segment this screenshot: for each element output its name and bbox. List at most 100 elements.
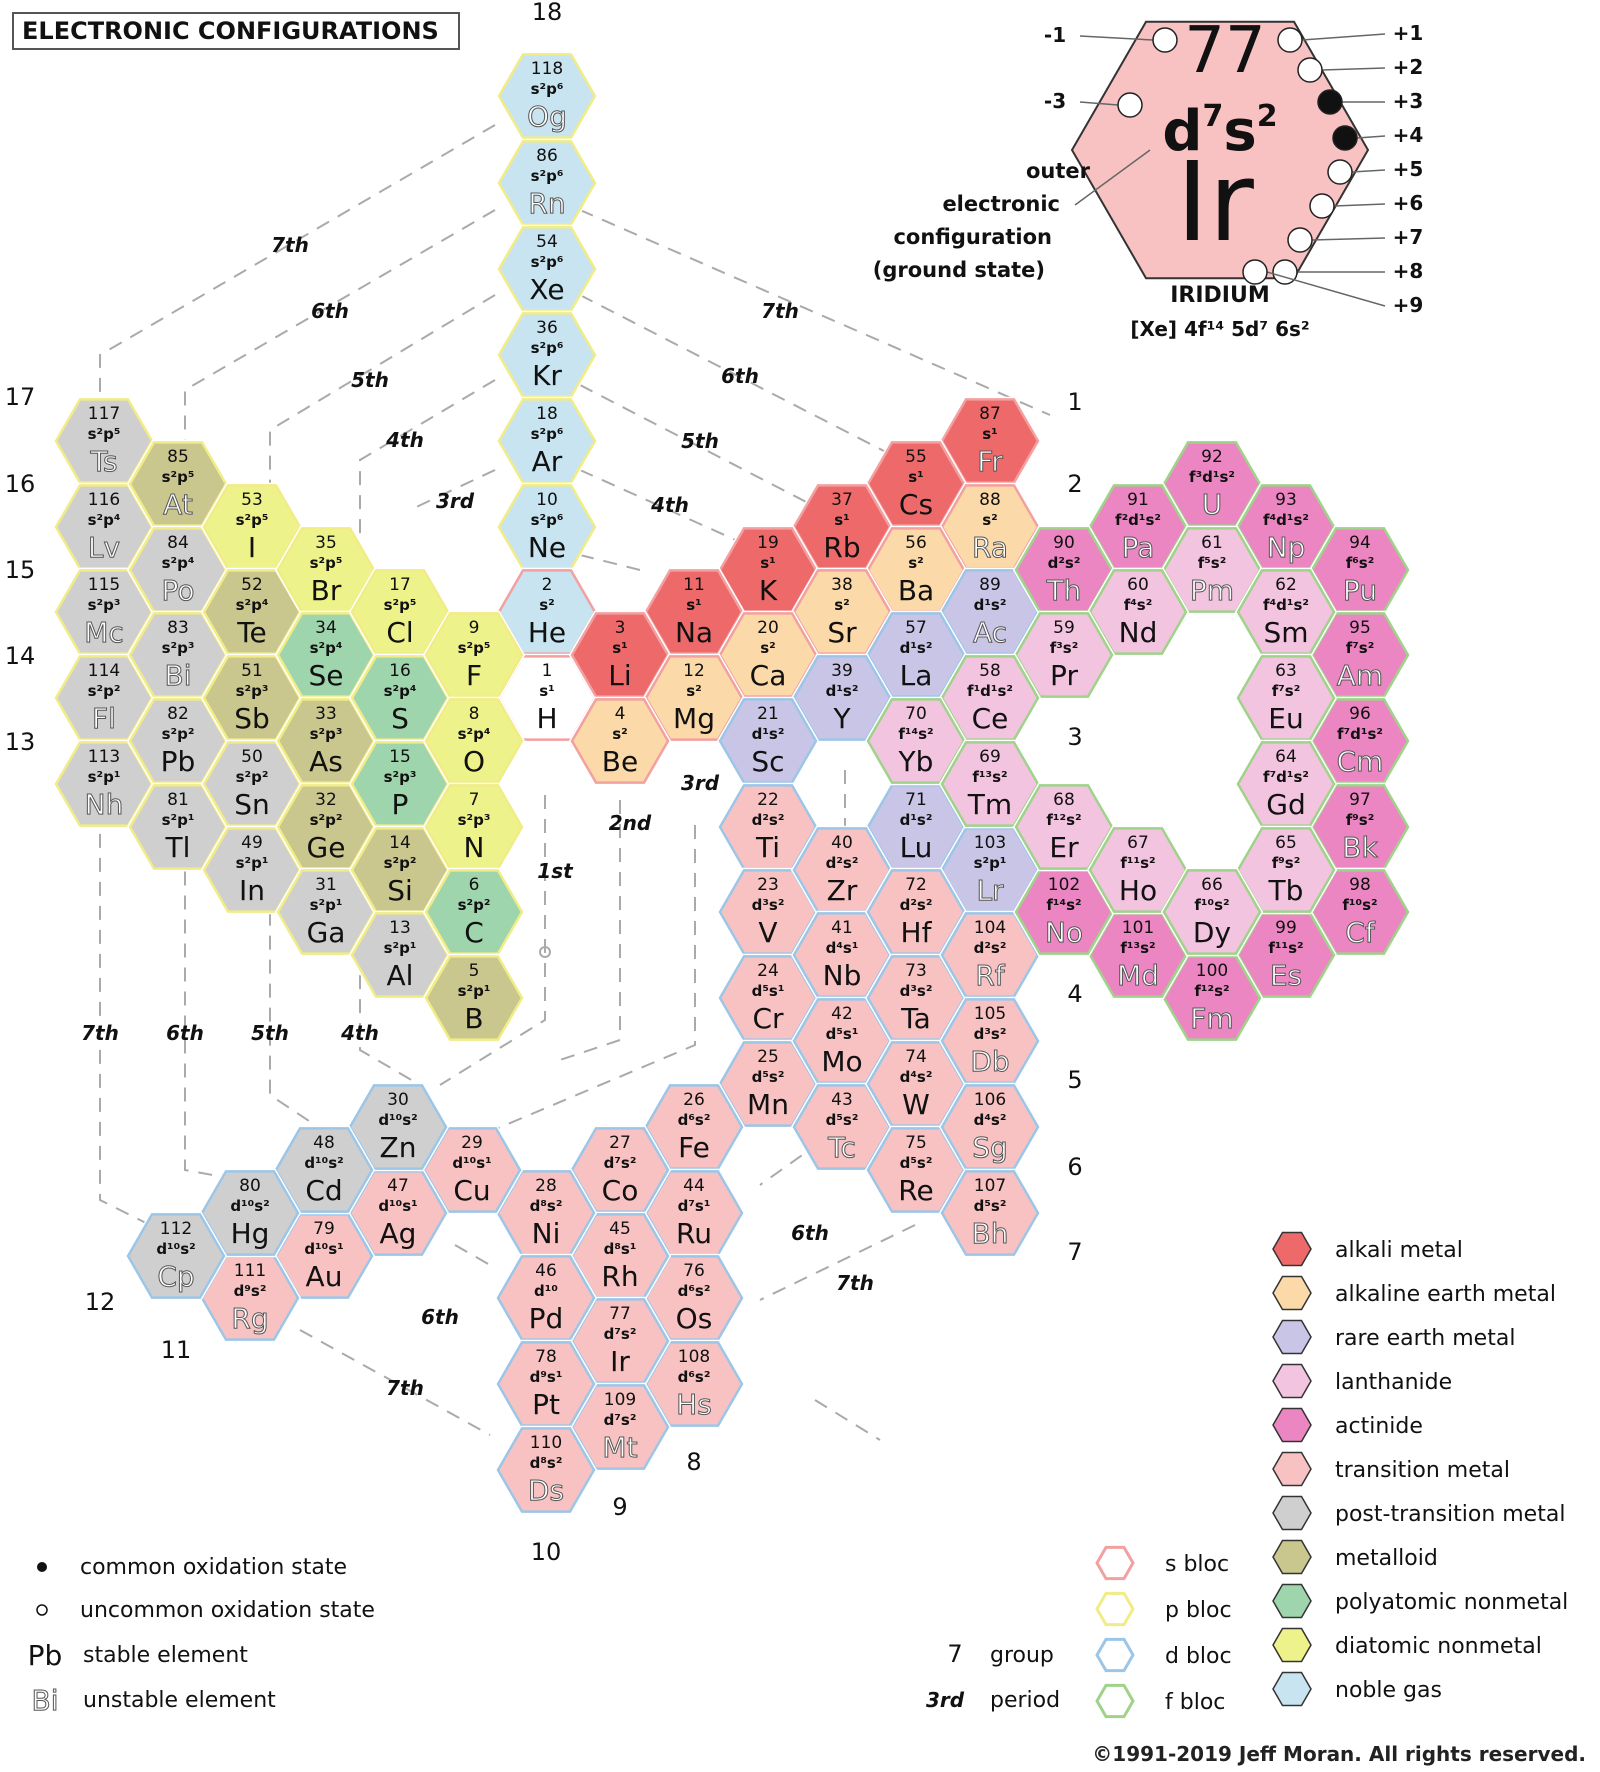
period-label: 7th: [271, 233, 309, 257]
configuration: s²p³: [236, 682, 269, 700]
configuration: d⁸s²: [530, 1197, 563, 1215]
element-symbol: Fr: [977, 445, 1003, 478]
atomic-number: 100: [1196, 961, 1228, 981]
element-symbol: Cs: [899, 488, 933, 521]
element-grid: 118s²p⁶Og86s²p⁶Rn54s²p⁶Xe36s²p⁶Kr18s²p⁶A…: [52, 51, 1412, 1515]
ox-pointer: [1266, 271, 1386, 307]
bloc-border: [497, 312, 597, 398]
configuration: s²p⁶: [531, 167, 564, 185]
ox-state-label: +8: [1393, 259, 1424, 283]
element-symbol: Tl: [165, 831, 191, 864]
configuration: f¹⁰s²: [1194, 896, 1229, 914]
element-symbol: Mn: [747, 1088, 789, 1121]
key-caption-pointer: [1074, 149, 1151, 206]
configuration: f⁷d¹s²: [1337, 725, 1383, 743]
copyright: ©1991-2019 Jeff Moran. All rights reserv…: [1092, 1742, 1586, 1766]
configuration: f⁶s²: [1346, 554, 1375, 572]
guide-line: [559, 800, 621, 1061]
guide-line: [299, 1329, 491, 1436]
configuration: d²s²: [974, 939, 1007, 957]
bloc-label: f bloc: [1165, 1690, 1225, 1715]
atomic-number: 44: [683, 1176, 705, 1196]
configuration: d³s²: [974, 1025, 1007, 1043]
configuration: f¹²s²: [1046, 811, 1081, 829]
element-symbol: F: [466, 659, 482, 692]
configuration: s¹: [686, 596, 702, 614]
legend-label: diatomic nonmetal: [1335, 1634, 1542, 1659]
element-symbol: Sc: [751, 745, 784, 778]
atomic-number: 30: [387, 1090, 409, 1110]
legend-label: alkali metal: [1335, 1238, 1463, 1263]
